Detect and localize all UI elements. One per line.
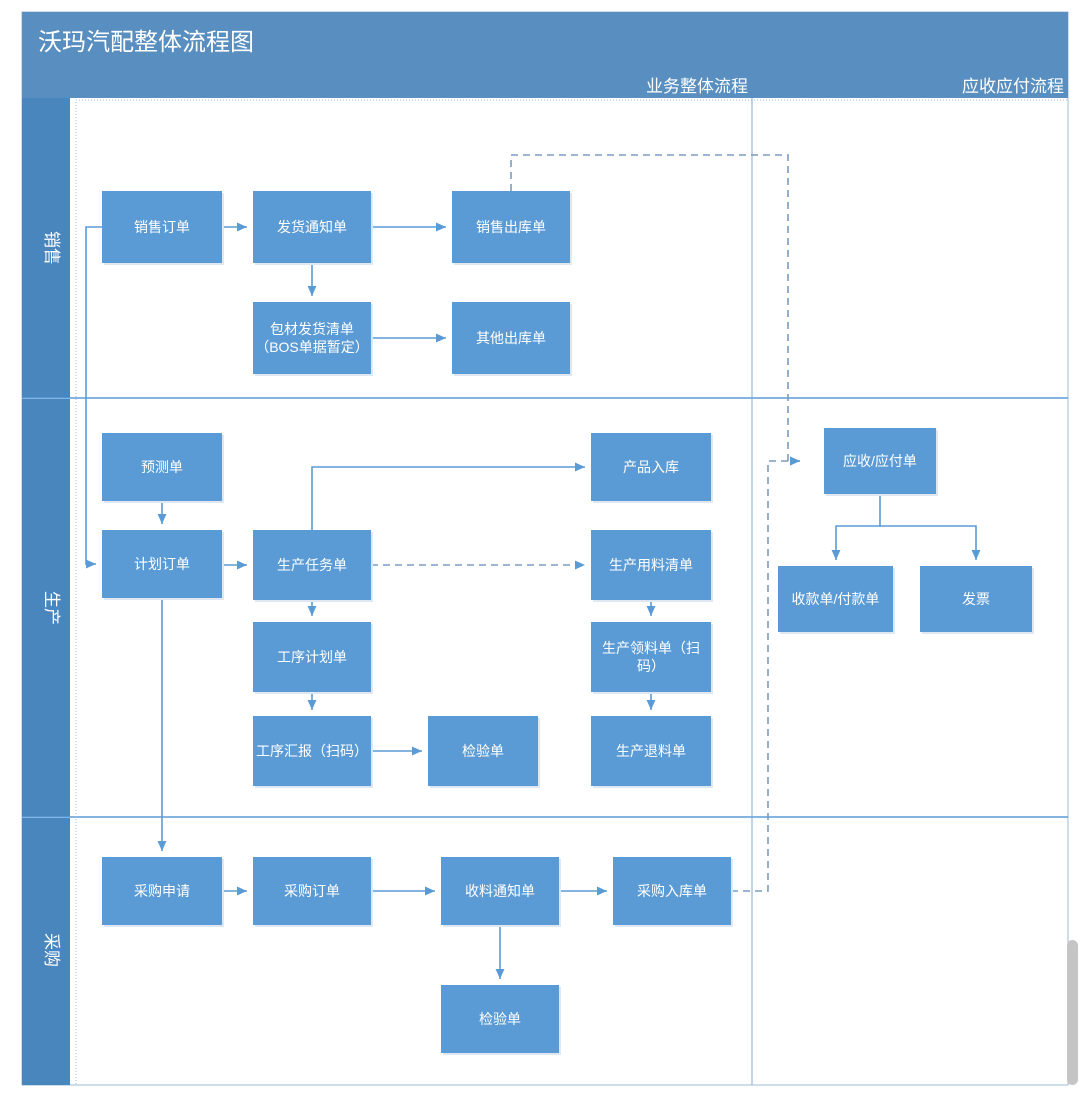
flow-node-label: 销售出库单 [476, 219, 546, 235]
flow-node-label: 计划订单 [134, 556, 190, 572]
edge-ar-ap-to-receipt-payment [831, 494, 881, 560]
flow-node[interactable]: 计划订单 [102, 530, 224, 600]
flow-node[interactable]: 产品入库 [591, 433, 713, 503]
flow-node-label: 工序汇报（扫码） [256, 743, 368, 759]
flow-node-box[interactable] [778, 566, 893, 632]
flow-node-box[interactable] [253, 716, 371, 786]
edge-ar-ap-to-invoice [880, 525, 981, 560]
flow-node-box[interactable] [452, 302, 570, 374]
flow-node[interactable]: 检验单 [441, 985, 561, 1055]
flow-node-label: 其他出库单 [476, 330, 546, 346]
flow-node-box[interactable] [102, 433, 222, 501]
flow-node-box[interactable] [591, 716, 711, 786]
flow-node-box[interactable] [591, 433, 711, 501]
flow-node[interactable]: 采购申请 [102, 857, 224, 927]
flow-node-box[interactable] [102, 191, 222, 263]
title-bar [22, 12, 1068, 70]
flow-node[interactable]: 生产用料清单 [591, 530, 713, 602]
flow-node-label: 销售订单 [134, 219, 190, 235]
flow-node-label: 发货通知单 [277, 219, 347, 235]
flow-node[interactable]: 工序计划单 [253, 622, 373, 694]
edge-sales-outbound-to-ar-ap [510, 154, 800, 466]
flow-node-box[interactable] [441, 985, 559, 1053]
content-region-border [75, 99, 1069, 1086]
flow-node[interactable]: 采购订单 [253, 857, 373, 927]
flow-node-label: 采购申请 [134, 883, 190, 899]
flow-node[interactable]: 预测单 [102, 433, 224, 503]
flow-node[interactable]: 应收/应付单 [824, 428, 938, 496]
column-header-ar-ap: 应收应付流程 [962, 77, 1064, 96]
lane-band-purchase [22, 818, 70, 1085]
flow-node-box[interactable] [253, 530, 371, 600]
flow-node[interactable]: 发票 [920, 566, 1034, 634]
flow-node-label: 采购入库单 [637, 883, 707, 899]
flow-node-label: 包材发货清单（BOS单据暂定） [255, 321, 369, 355]
flow-node-label: 生产用料清单 [609, 557, 693, 573]
flow-node[interactable]: 其他出库单 [452, 302, 572, 376]
flow-node-box[interactable] [253, 857, 371, 925]
dashed-connector-layer [371, 154, 800, 892]
flow-node-label: 工序计划单 [277, 649, 347, 665]
flow-node-box[interactable] [253, 302, 371, 374]
flow-node[interactable]: 工序汇报（扫码） [253, 716, 373, 788]
flow-node[interactable]: 采购入库单 [613, 857, 733, 927]
flow-node-label: 收料通知单 [465, 883, 535, 899]
flow-node-box[interactable] [253, 191, 371, 263]
flow-node[interactable]: 包材发货清单（BOS单据暂定） [253, 302, 373, 376]
edge-production-task-to-product-inbound [311, 462, 585, 530]
flow-node[interactable]: 销售订单 [102, 191, 224, 265]
flow-node-label: 采购订单 [284, 883, 340, 899]
flow-node-box[interactable] [591, 530, 711, 600]
flow-node-label: 生产任务单 [277, 557, 347, 573]
flow-node-box[interactable] [253, 622, 371, 692]
flow-node-label: 预测单 [141, 459, 183, 475]
flow-node-label: 产品入库 [623, 459, 679, 475]
lane-label-sales: 销售 [42, 231, 61, 265]
flow-node-label: 检验单 [462, 743, 504, 759]
flow-node-box[interactable] [613, 857, 731, 925]
edge-purchase-inbound-to-ar-ap [731, 456, 800, 892]
flow-node-label: 应收/应付单 [843, 453, 917, 469]
flow-node-box[interactable] [920, 566, 1032, 632]
flow-node[interactable]: 生产任务单 [253, 530, 373, 602]
lane-band-sales [22, 98, 70, 398]
flow-node[interactable]: 生产退料单 [591, 716, 713, 788]
flow-node-label: 收款单/付款单 [792, 591, 880, 607]
flow-node-box[interactable] [428, 716, 538, 786]
page-title: 沃玛汽配整体流程图 [38, 29, 254, 56]
lane-band-production [22, 399, 70, 817]
flow-node[interactable]: 收料通知单 [441, 857, 561, 927]
flow-node-label: 生产退料单 [616, 743, 686, 759]
lane-label-production: 生产 [42, 591, 61, 625]
column-header-bar [22, 70, 1068, 98]
vertical-scrollbar[interactable] [1067, 940, 1078, 1085]
flow-node-box[interactable] [452, 191, 570, 263]
flow-node[interactable]: 发货通知单 [253, 191, 373, 265]
flow-node[interactable]: 收款单/付款单 [778, 566, 895, 634]
flow-node-box[interactable] [102, 857, 222, 925]
flow-node-box[interactable] [102, 530, 222, 598]
flow-node-label: 生产领料单（扫码） [602, 640, 700, 674]
lane-label-purchase: 采购 [42, 933, 61, 967]
edge-sales-order-to-plan-order [85, 226, 102, 569]
flow-node[interactable]: 检验单 [428, 716, 540, 788]
connector-layer [85, 222, 981, 979]
flow-node[interactable]: 生产领料单（扫码） [591, 622, 713, 694]
flow-node-label: 发票 [962, 591, 990, 607]
flow-node-box[interactable] [591, 622, 711, 692]
flow-node-box[interactable] [824, 428, 936, 494]
flow-node-label: 检验单 [479, 1011, 521, 1027]
flow-node[interactable]: 销售出库单 [452, 191, 572, 265]
flow-node-box[interactable] [441, 857, 559, 925]
column-header-business: 业务整体流程 [646, 77, 748, 96]
